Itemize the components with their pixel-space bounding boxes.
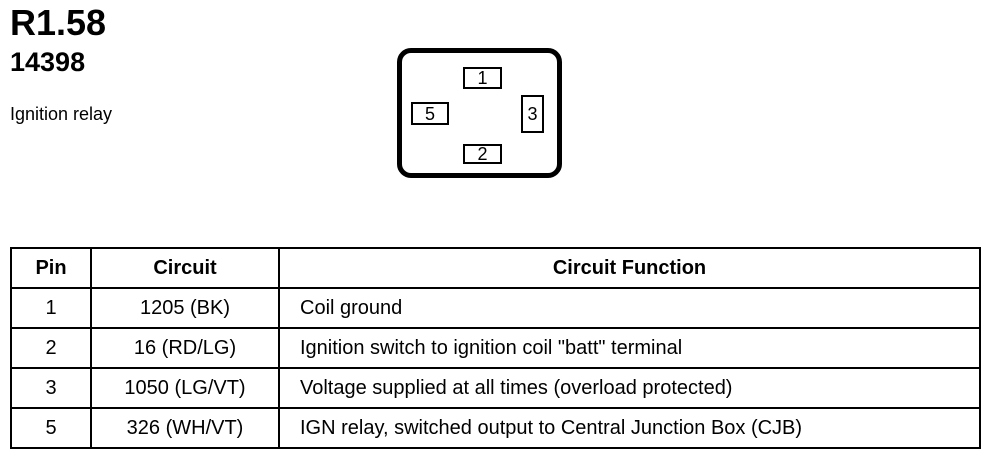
relay-description: Ignition relay bbox=[10, 104, 113, 124]
cell-circuit: 1205 (BK) bbox=[90, 287, 280, 329]
part-number: 14398 bbox=[10, 47, 86, 77]
cell-pin: 2 bbox=[10, 327, 92, 369]
pin-box-1: 1 bbox=[463, 67, 502, 89]
cell-circuit: 326 (WH/VT) bbox=[90, 407, 280, 449]
cell-function: Coil ground bbox=[278, 287, 981, 329]
table-row: 3 1050 (LG/VT) Voltage supplied at all t… bbox=[10, 367, 981, 409]
table-header-row: Pin Circuit Circuit Function bbox=[10, 247, 981, 289]
cell-circuit: 1050 (LG/VT) bbox=[90, 367, 280, 409]
pin-box-5: 5 bbox=[411, 102, 449, 125]
cell-pin: 3 bbox=[10, 367, 92, 409]
table-row: 2 16 (RD/LG) Ignition switch to ignition… bbox=[10, 327, 981, 369]
cell-circuit: 16 (RD/LG) bbox=[90, 327, 280, 369]
column-header-circuit-function: Circuit Function bbox=[278, 247, 981, 289]
pinout-table: Pin Circuit Circuit Function 1 1205 (BK)… bbox=[10, 247, 981, 449]
cell-pin: 1 bbox=[10, 287, 92, 329]
pin-box-3: 3 bbox=[521, 95, 544, 133]
column-header-circuit: Circuit bbox=[90, 247, 280, 289]
table-row: 1 1205 (BK) Coil ground bbox=[10, 287, 981, 329]
table-row: 5 326 (WH/VT) IGN relay, switched output… bbox=[10, 407, 981, 449]
cell-pin: 5 bbox=[10, 407, 92, 449]
pin-box-2: 2 bbox=[463, 144, 502, 164]
connector-diagram: 1 5 3 2 bbox=[397, 48, 562, 178]
cell-function: Ignition switch to ignition coil "batt" … bbox=[278, 327, 981, 369]
relay-id: R1.58 bbox=[10, 2, 107, 43]
column-header-pin: Pin bbox=[10, 247, 92, 289]
cell-function: Voltage supplied at all times (overload … bbox=[278, 367, 981, 409]
cell-function: IGN relay, switched output to Central Ju… bbox=[278, 407, 981, 449]
